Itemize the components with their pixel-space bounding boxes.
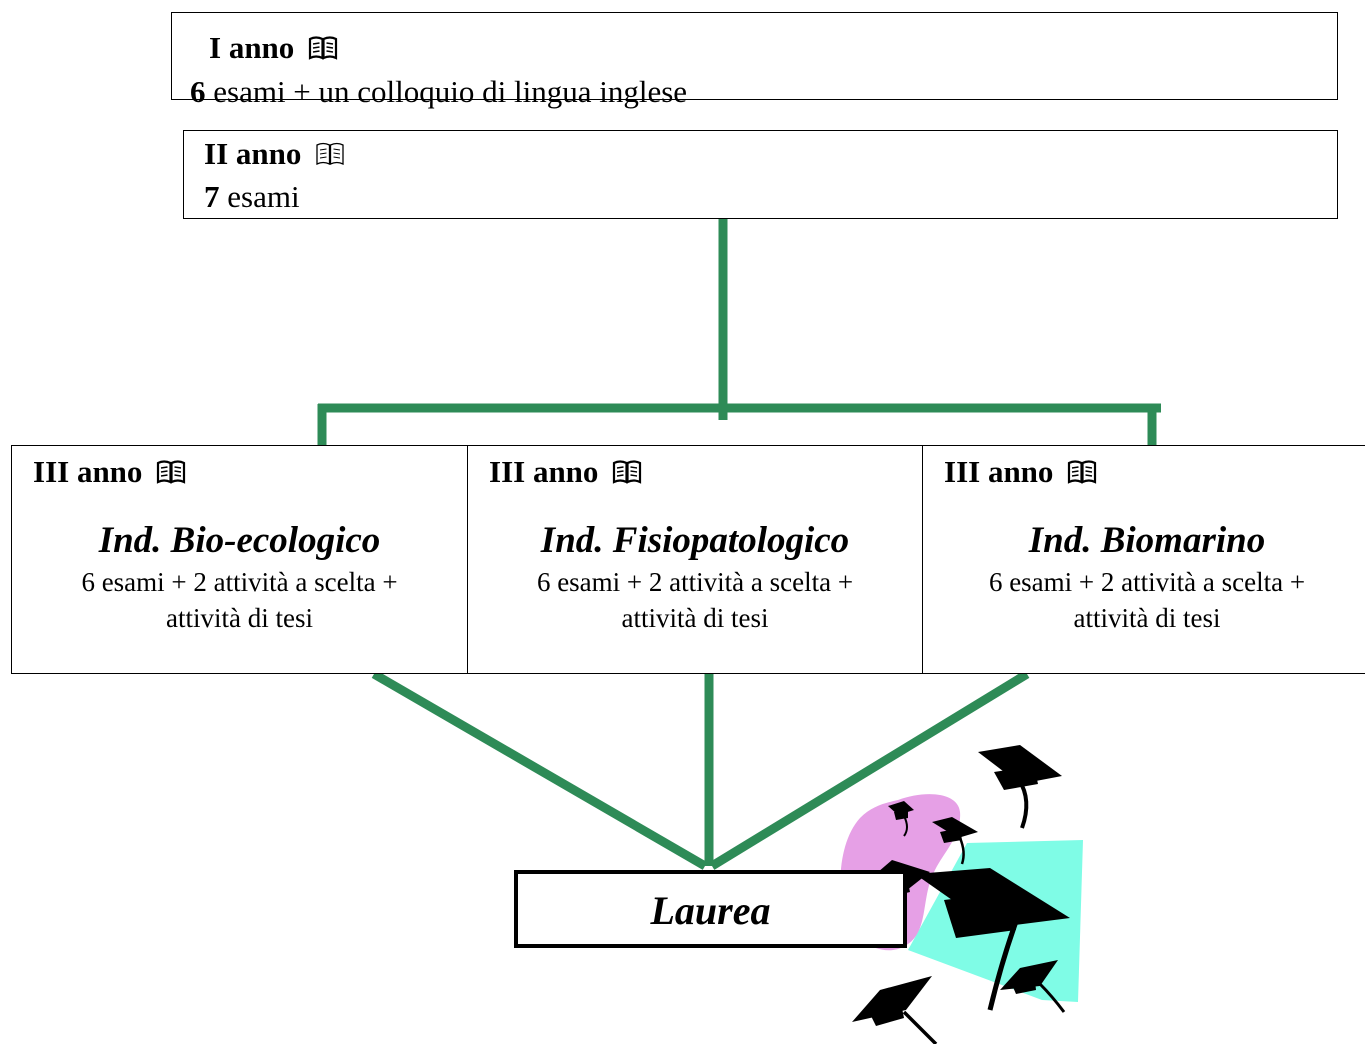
third-year-track-fisiopatologico: III anno Ind. Fisiopatologico 6 esami + … — [467, 445, 923, 674]
track-year-title: III anno — [489, 454, 599, 489]
first-year-exam-text: esami + un colloquio di lingua inglese — [205, 74, 688, 109]
track-description: 6 esami + 2 attività a scelta + attività… — [923, 564, 1365, 636]
first-year-description: 6 esami + un colloquio di lingua inglese — [190, 74, 687, 110]
second-year-heading: II anno — [204, 136, 345, 175]
graduation-cap-icon — [932, 817, 978, 865]
third-year-track-biomarino: III anno Ind. Biomarino 6 esami + 2 atti… — [922, 445, 1365, 674]
track-year-title: III anno — [944, 454, 1054, 489]
first-year-box: I anno 6 esami + un colloquio di lingua … — [171, 12, 1338, 109]
open-book-icon — [308, 33, 338, 69]
graduation-cap-icon — [888, 801, 914, 837]
graduation-cap-icon — [978, 745, 1062, 829]
second-year-exam-count: 7 — [204, 179, 220, 214]
second-year-exam-text: esami — [219, 179, 300, 214]
connector-biomarino-to-laurea — [709, 670, 1030, 870]
third-year-track-bio-ecologico: III anno Ind. Bio-ecologico 6 esami + 2 … — [11, 445, 468, 674]
track-description-line: 6 esami + 2 attività a scelta + — [536, 567, 854, 597]
track-year-title: III anno — [33, 454, 143, 489]
laurea-label: Laurea — [650, 888, 771, 933]
track-heading: III anno — [944, 454, 1097, 493]
track-description-line: attività di tesi — [1073, 603, 1221, 633]
laurea-box: Laurea — [514, 870, 907, 948]
first-year-title: I anno — [209, 30, 295, 65]
open-book-icon — [156, 457, 186, 493]
track-name: Ind. Fisiopatologico — [540, 520, 850, 561]
graduation-cap-icon — [852, 976, 938, 1044]
open-book-icon — [1067, 457, 1097, 493]
graduation-cap-icon — [1000, 960, 1066, 1013]
second-year-description: 7 esami — [204, 179, 300, 215]
track-heading: III anno — [489, 454, 642, 493]
track-heading: III anno — [33, 454, 186, 493]
track-description-line: 6 esami + 2 attività a scelta + — [988, 567, 1306, 597]
connector-bio-ecologico-to-laurea — [371, 670, 708, 870]
track-description-line: attività di tesi — [166, 603, 313, 633]
track-description: 6 esami + 2 attività a scelta + attività… — [468, 564, 922, 636]
second-year-box: II anno 7 esami — [183, 130, 1338, 219]
track-description-line: attività di tesi — [621, 603, 769, 633]
first-year-heading: I anno — [209, 30, 338, 69]
track-name: Ind. Bio-ecologico — [98, 520, 381, 561]
first-year-exam-count: 6 — [190, 74, 206, 109]
track-description: 6 esami + 2 attività a scelta + attività… — [12, 564, 467, 636]
track-name: Ind. Biomarino — [1028, 520, 1266, 561]
second-year-title: II anno — [204, 136, 302, 171]
track-description-line: 6 esami + 2 attività a scelta + — [81, 567, 398, 597]
open-book-icon — [612, 457, 642, 493]
graduation-cap-icon — [915, 868, 1070, 1011]
open-book-icon — [315, 139, 345, 175]
